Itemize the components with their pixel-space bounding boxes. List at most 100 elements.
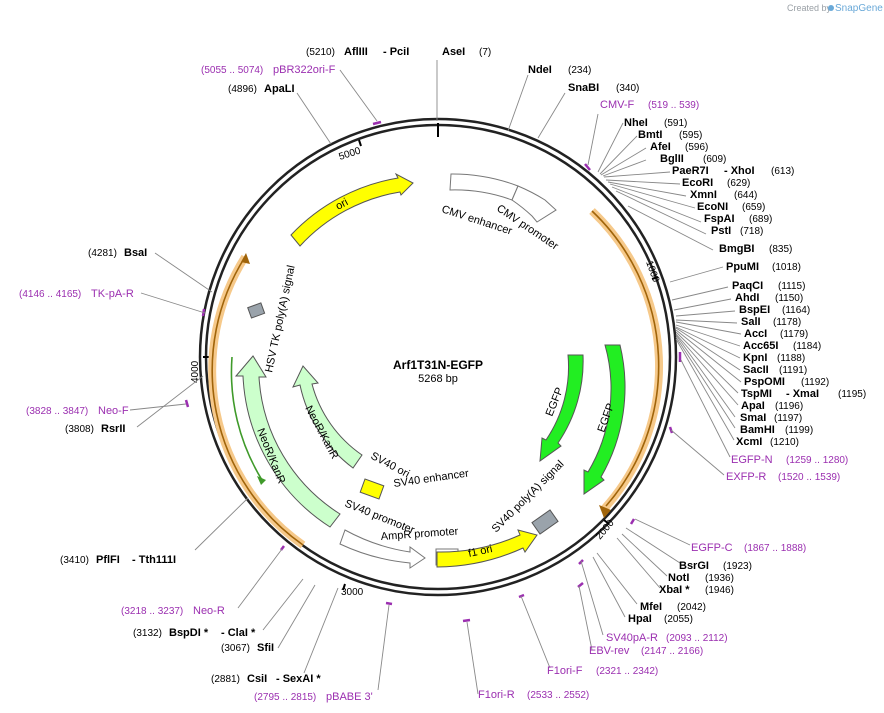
hsv-tk-polya-block[interactable]: [247, 302, 266, 319]
ori-arrow[interactable]: [290, 172, 414, 247]
enzyme-14-pos[interactable]: (718): [740, 226, 763, 237]
enzyme-39-suffix[interactable]: - ClaI *: [221, 627, 256, 639]
enzyme-34-pos[interactable]: (1923): [723, 561, 752, 572]
enzyme-27-pos[interactable]: (1196): [775, 401, 803, 412]
enzyme-30-name[interactable]: XcmI: [736, 436, 762, 448]
enzyme-30-pos[interactable]: (1210): [770, 437, 799, 448]
enzyme-19-pos[interactable]: (1164): [782, 305, 810, 316]
primer-1-pos[interactable]: (519 .. 539): [648, 100, 699, 111]
enzyme-12-pos[interactable]: (659): [742, 202, 765, 213]
enzyme-9-name[interactable]: PaeR7I: [672, 165, 709, 177]
enzyme-18-pos[interactable]: (1150): [775, 293, 803, 304]
enzyme-3-name[interactable]: SnaBI: [568, 82, 599, 94]
enzyme-35-name[interactable]: NotI: [668, 572, 689, 584]
enzyme-4-name[interactable]: ApaLI: [264, 83, 295, 95]
enzyme-22-name[interactable]: Acc65I: [743, 340, 778, 352]
enzyme-33-name[interactable]: PflFI: [96, 554, 120, 566]
enzyme-7-name[interactable]: AfeI: [650, 141, 671, 153]
enzyme-31-name[interactable]: BsaI: [124, 247, 147, 259]
enzyme-13-name[interactable]: FspAI: [704, 213, 735, 225]
enzyme-31-pos[interactable]: (4281): [88, 248, 117, 259]
cmv-enhancer-arrow[interactable]: [449, 173, 519, 201]
enzyme-33-pos[interactable]: (3410): [60, 555, 89, 566]
enzyme-38-name[interactable]: HpaI: [628, 613, 652, 625]
enzyme-28-name[interactable]: SmaI: [740, 412, 766, 424]
enzyme-33-suffix[interactable]: - Tth111I: [132, 554, 176, 566]
primer-0-pos[interactable]: (5055 .. 5074): [201, 65, 263, 76]
primer-8-pos[interactable]: (2093 .. 2112): [666, 633, 728, 644]
f1-ori-arrow[interactable]: [436, 529, 538, 568]
sv40-polya-block[interactable]: [531, 509, 559, 535]
enzyme-17-name[interactable]: PaqCI: [732, 280, 763, 292]
enzyme-20-name[interactable]: SalI: [741, 316, 761, 328]
enzyme-35-pos[interactable]: (1936): [705, 573, 734, 584]
primer-8-name[interactable]: SV40pA-R: [606, 632, 658, 644]
enzyme-2-name[interactable]: NdeI: [528, 64, 552, 76]
enzyme-10-pos[interactable]: (629): [727, 178, 750, 189]
primer-5-name[interactable]: EXFP-R: [726, 471, 766, 483]
enzyme-25-pos[interactable]: (1192): [801, 377, 829, 388]
enzyme-41-name[interactable]: CsiI: [247, 673, 267, 685]
enzyme-9-suffix[interactable]: - XhoI: [724, 165, 755, 177]
enzyme-23-pos[interactable]: (1188): [777, 353, 805, 364]
egfp-outer-arrow[interactable]: [583, 344, 626, 495]
enzyme-16-name[interactable]: PpuMI: [726, 261, 759, 273]
enzyme-4-pos[interactable]: (4896): [228, 84, 257, 95]
primer-11-pos[interactable]: (2533 .. 2552): [527, 690, 589, 701]
enzyme-3-pos[interactable]: (340): [616, 83, 639, 94]
primer-3-pos[interactable]: (3828 .. 3847): [26, 406, 88, 417]
enzyme-6-name[interactable]: BmtI: [638, 129, 662, 141]
enzyme-17-pos[interactable]: (1115): [778, 281, 805, 292]
primer-4-name[interactable]: EGFP-N: [731, 454, 773, 466]
enzyme-25-name[interactable]: PspOMI: [744, 376, 785, 388]
primer-10-pos[interactable]: (2321 .. 2342): [596, 666, 658, 677]
enzyme-22-pos[interactable]: (1184): [793, 341, 821, 352]
enzyme-15-pos[interactable]: (835): [769, 244, 792, 255]
enzyme-26-suffix[interactable]: - XmaI: [786, 388, 819, 400]
cmv-promoter-arrow[interactable]: [511, 185, 557, 223]
primer-9-name[interactable]: EBV-rev: [589, 645, 630, 657]
enzyme-19-name[interactable]: BspEI: [739, 304, 770, 316]
enzyme-1-pos[interactable]: (7): [479, 47, 491, 58]
primer-2-name[interactable]: TK-pA-R: [91, 288, 134, 300]
enzyme-12-name[interactable]: EcoNI: [697, 201, 728, 213]
enzyme-5-pos[interactable]: (591): [664, 118, 687, 129]
enzyme-1-name[interactable]: AseI: [442, 46, 465, 58]
egfp-inner-arrow[interactable]: [539, 354, 584, 463]
enzyme-38-pos[interactable]: (2055): [664, 614, 693, 625]
enzyme-0-suffix[interactable]: - PciI: [383, 46, 409, 58]
enzyme-24-pos[interactable]: (1191): [779, 365, 807, 376]
primer-9-pos[interactable]: (2147 .. 2166): [641, 646, 703, 657]
enzyme-34-name[interactable]: BsrGI: [679, 560, 709, 572]
primer-7-pos[interactable]: (3218 .. 3237): [121, 606, 183, 617]
watermark-brand[interactable]: SnapGene: [835, 3, 883, 14]
enzyme-32-name[interactable]: RsrII: [101, 423, 125, 435]
enzyme-8-name[interactable]: BglII: [660, 153, 684, 165]
enzyme-36-pos[interactable]: (1946): [705, 585, 734, 596]
enzyme-26-name[interactable]: TspMI: [741, 388, 772, 400]
enzyme-37-name[interactable]: MfeI: [640, 601, 662, 613]
enzyme-11-name[interactable]: XmnI: [690, 189, 717, 201]
primer-7-name[interactable]: Neo-R: [193, 605, 225, 617]
enzyme-36-name[interactable]: XbaI *: [659, 584, 690, 596]
enzyme-21-name[interactable]: AccI: [744, 328, 767, 340]
enzyme-10-name[interactable]: EcoRI: [682, 177, 713, 189]
enzyme-29-pos[interactable]: (1199): [785, 425, 813, 436]
neor-inner-arrow[interactable]: [292, 365, 363, 469]
enzyme-29-name[interactable]: BamHI: [740, 424, 775, 436]
enzyme-5-name[interactable]: NheI: [624, 117, 648, 129]
sv40-promoter-arrow[interactable]: [339, 529, 426, 569]
enzyme-26-pos[interactable]: (1195): [838, 389, 866, 400]
enzyme-2-pos[interactable]: (234): [568, 65, 591, 76]
enzyme-11-pos[interactable]: (644): [734, 190, 757, 201]
primer-11-name[interactable]: F1ori-R: [478, 689, 515, 701]
enzyme-0-pos[interactable]: (5210): [306, 47, 335, 58]
primer-12-name[interactable]: pBABE 3': [326, 691, 373, 703]
enzyme-24-name[interactable]: SacII: [743, 364, 769, 376]
primer-12-pos[interactable]: (2795 .. 2815): [254, 692, 316, 703]
enzyme-13-pos[interactable]: (689): [749, 214, 772, 225]
primer-6-name[interactable]: EGFP-C: [691, 542, 733, 554]
enzyme-39-name[interactable]: BspDI *: [169, 627, 209, 639]
enzyme-14-name[interactable]: PstI: [711, 225, 731, 237]
enzyme-21-pos[interactable]: (1179): [780, 329, 808, 340]
